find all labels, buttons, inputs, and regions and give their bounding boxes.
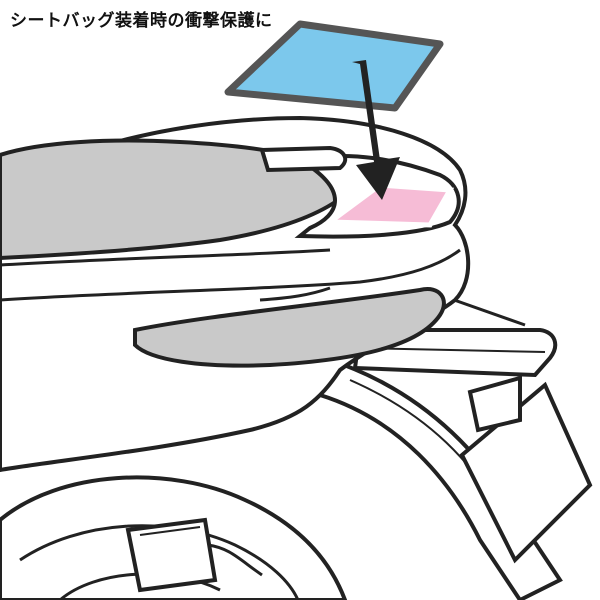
blue-pad-icon [224,20,444,112]
license-plate [459,375,593,564]
body-lines [0,248,461,302]
down-arrow-icon [352,60,400,200]
caption-title: シートバッグ装着時の衝撃保護に [10,11,273,31]
pink-target-area [322,182,455,228]
connector-bracket [125,517,263,593]
side-panel [133,287,446,368]
